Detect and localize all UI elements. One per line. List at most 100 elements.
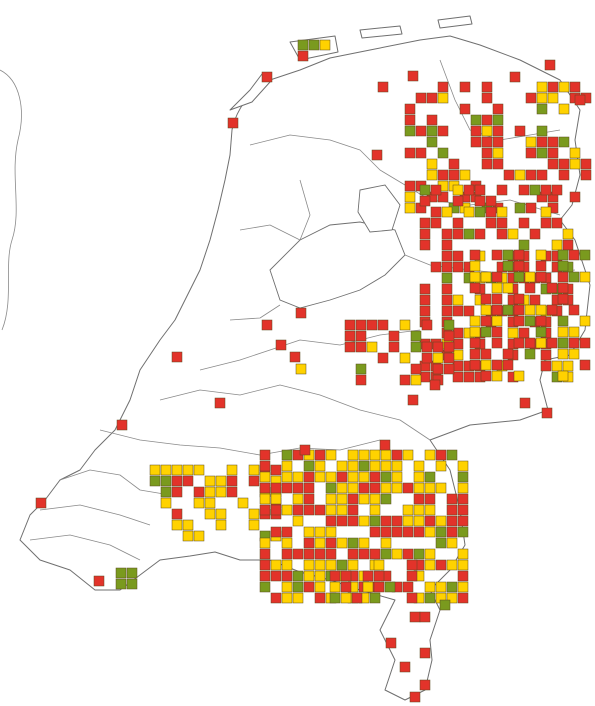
grid-cell — [421, 319, 433, 331]
province-border — [239, 224, 301, 241]
grid-cell — [492, 103, 504, 115]
grid-cell — [259, 570, 271, 582]
grid-cell — [377, 352, 389, 364]
grid-cell — [402, 526, 414, 538]
grid-cell — [388, 341, 400, 353]
grid-cell — [329, 592, 341, 604]
grid-cell — [182, 530, 194, 542]
grid-cell — [292, 570, 304, 582]
grid-cell — [281, 482, 293, 494]
grid-cell — [514, 125, 526, 137]
grid-cell — [347, 504, 359, 516]
grid-cell — [424, 471, 436, 483]
grid-cell — [446, 537, 458, 549]
grid-cell — [292, 493, 304, 505]
grid-cell — [469, 326, 481, 338]
grid-cell — [562, 228, 574, 240]
grid-cell — [524, 304, 536, 316]
grid-cell — [446, 581, 458, 593]
grid-cell — [514, 202, 526, 214]
grid-cell — [347, 559, 359, 571]
province-border — [299, 179, 311, 241]
grid-cell — [373, 581, 385, 593]
grid-cell — [513, 304, 525, 316]
grid-cell — [524, 348, 536, 360]
grid-cell — [419, 294, 431, 306]
grid-cell — [424, 526, 436, 538]
grid-cell — [562, 239, 574, 251]
grid-cell — [485, 206, 497, 218]
grid-cell — [325, 526, 337, 538]
grid-cell — [419, 239, 431, 251]
grid-cell — [358, 460, 370, 472]
grid-cell — [358, 482, 370, 494]
grid-cell — [452, 250, 464, 262]
grid-cell — [406, 559, 418, 571]
grid-cell — [524, 315, 536, 327]
grid-cell — [355, 341, 367, 353]
grid-cell — [248, 508, 260, 520]
grid-cell — [182, 464, 194, 476]
grid-cell — [369, 449, 381, 461]
grid-cell — [204, 508, 216, 520]
grid-cell — [443, 363, 455, 375]
grid-cell — [237, 497, 249, 509]
grid-cell — [535, 304, 547, 316]
grid-cell — [347, 537, 359, 549]
grid-cell — [369, 592, 381, 604]
grid-cell — [336, 504, 348, 516]
grid-cell — [391, 548, 403, 560]
grid-cell — [369, 482, 381, 494]
grid-cell — [404, 114, 416, 126]
grid-cell — [443, 352, 455, 364]
grid-cell — [481, 147, 493, 159]
grid-cell — [509, 71, 521, 83]
grid-cell — [452, 195, 464, 207]
grid-cell — [536, 125, 548, 137]
grid-cell — [540, 184, 552, 196]
grid-cell — [259, 548, 271, 560]
grid-cell — [469, 337, 481, 349]
grid-cell — [399, 319, 411, 331]
grid-cell — [259, 559, 271, 571]
grid-cell — [452, 228, 464, 240]
grid-cell — [430, 261, 442, 273]
grid-cell — [480, 271, 492, 283]
grid-cell — [391, 449, 403, 461]
grid-cell — [496, 217, 508, 229]
grid-cell — [513, 337, 525, 349]
coast-fragment — [0, 69, 22, 331]
grid-cell — [369, 515, 381, 527]
grid-cell — [419, 679, 431, 691]
grid-cell — [410, 341, 422, 353]
grid-cell — [292, 515, 304, 527]
grid-cell — [424, 515, 436, 527]
province-border — [29, 534, 141, 561]
grid-cell — [485, 195, 497, 207]
grid-cell — [303, 581, 315, 593]
grid-cell — [358, 537, 370, 549]
grid-cell — [385, 637, 397, 649]
grid-cell — [457, 559, 469, 571]
grid-cell — [480, 304, 492, 316]
grid-cell — [535, 271, 547, 283]
grid-cell — [419, 228, 431, 240]
grid-cell — [452, 338, 464, 350]
grid-cell — [303, 493, 315, 505]
grid-cell — [281, 526, 293, 538]
grid-cell — [536, 103, 548, 115]
grid-cell — [270, 592, 282, 604]
grid-cell — [430, 206, 442, 218]
grid-cell — [149, 475, 161, 487]
grid-cell — [485, 217, 497, 229]
grid-cell — [491, 282, 503, 294]
grid-cell — [463, 305, 475, 317]
grid-cell — [259, 493, 271, 505]
grid-cell — [518, 327, 530, 339]
grid-cell — [463, 371, 475, 383]
grid-cell — [193, 486, 205, 498]
grid-cell — [463, 206, 475, 218]
grid-cell — [437, 125, 449, 137]
grid-cell — [513, 293, 525, 305]
grid-cell — [419, 283, 431, 295]
